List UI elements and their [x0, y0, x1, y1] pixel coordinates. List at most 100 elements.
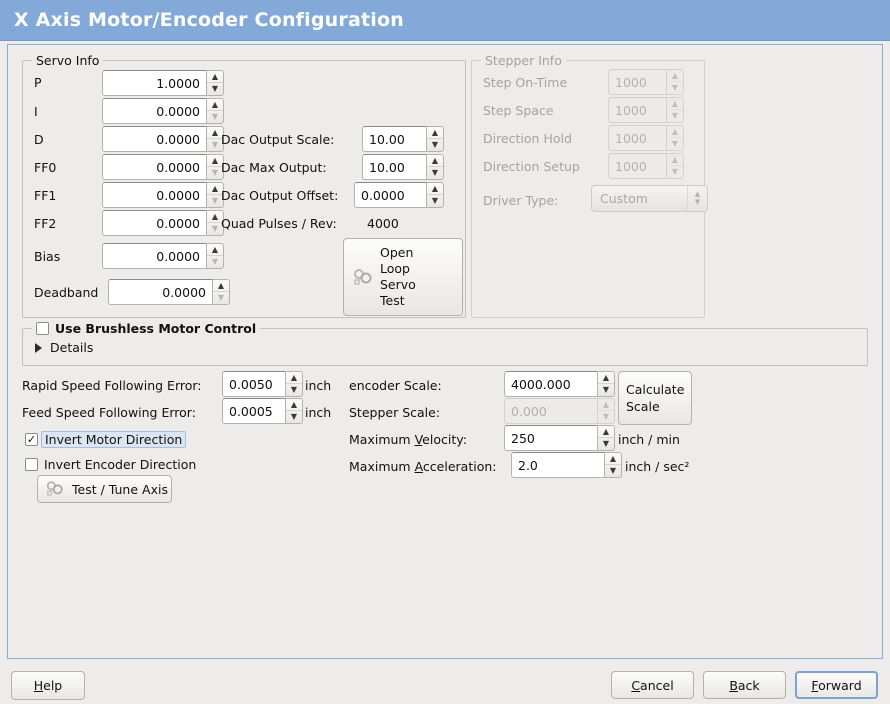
cancel-button[interactable]: Cancel [611, 671, 694, 699]
spin-up-icon[interactable]: ▲ [207, 155, 223, 167]
servo-input-ff1-spinner[interactable]: ▲ ▼ [206, 182, 224, 208]
forward-button[interactable]: Forward [795, 671, 878, 699]
spin-down-icon[interactable]: ▼ [290, 412, 298, 421]
servo-input-ff2-spinner[interactable]: ▲ ▼ [206, 210, 224, 236]
maximum-velocity-spinner[interactable]: ▲ ▼ [597, 425, 615, 451]
maximum-velocity-input[interactable]: 250 ▲ ▼ [504, 425, 615, 451]
dac-output-scale-spinner[interactable]: ▲ ▼ [426, 126, 444, 152]
servo-input-d-spinner[interactable]: ▲ ▼ [206, 126, 224, 152]
use-brushless-motor-control-checkbox[interactable]: Use Brushless Motor Control [32, 321, 261, 336]
spin-down-icon[interactable]: ▼ [211, 196, 219, 205]
servo-input-deadband-value[interactable]: 0.0000 [108, 279, 212, 305]
test-tune-axis-button[interactable]: Test / Tune Axis [37, 475, 172, 503]
rapid-speed-following-error-input[interactable]: 0.0050 ▲ ▼ [222, 371, 303, 397]
spin-up-icon[interactable]: ▲ [286, 372, 302, 384]
spin-up-icon[interactable]: ▲ [427, 155, 443, 167]
checkbox-box[interactable] [25, 458, 38, 471]
dac-max-output-value[interactable]: 10.00 [362, 154, 426, 180]
help-button[interactable]: Help [11, 671, 85, 700]
feed-speed-spinner[interactable]: ▲ ▼ [285, 398, 303, 424]
encoder-scale-value[interactable]: 4000.000 [504, 371, 597, 397]
spin-up-icon[interactable]: ▲ [207, 99, 223, 111]
spin-up-icon[interactable]: ▲ [207, 71, 223, 83]
rapid-speed-following-error-value[interactable]: 0.0050 [222, 371, 285, 397]
servo-input-bias[interactable]: 0.0000 ▲ ▼ [102, 243, 224, 269]
details-expander[interactable]: Details [33, 340, 93, 355]
dac-output-offset-spinner[interactable]: ▲ ▼ [426, 182, 444, 208]
spin-up-icon[interactable]: ▲ [286, 399, 302, 411]
servo-input-ff0-spinner[interactable]: ▲ ▼ [206, 154, 224, 180]
servo-input-d[interactable]: 0.0000 ▲ ▼ [102, 126, 224, 152]
servo-input-ff1-value[interactable]: 0.0000 [102, 182, 206, 208]
servo-input-ff0[interactable]: 0.0000 ▲ ▼ [102, 154, 224, 180]
servo-input-i[interactable]: 0.0000 ▲ ▼ [102, 98, 224, 124]
servo-input-ff2[interactable]: 0.0000 ▲ ▼ [102, 210, 224, 236]
spin-up-icon[interactable]: ▲ [598, 426, 614, 438]
calculate-scale-button[interactable]: Calculate Scale [618, 371, 692, 425]
spin-up-icon[interactable]: ▲ [207, 211, 223, 223]
spin-down-icon[interactable]: ▼ [431, 196, 439, 205]
rapid-speed-spinner[interactable]: ▲ ▼ [285, 371, 303, 397]
maximum-acceleration-value[interactable]: 2.0 [511, 452, 604, 478]
chevron-right-icon[interactable] [35, 342, 42, 353]
servo-label-ff2: FF2 [34, 216, 57, 231]
dac-output-scale-input[interactable]: 10.00 ▲ ▼ [362, 126, 444, 152]
spin-up-icon[interactable]: ▲ [427, 127, 443, 139]
spin-down-icon[interactable]: ▼ [211, 84, 219, 93]
dac-max-output-input[interactable]: 10.00 ▲ ▼ [362, 154, 444, 180]
servo-input-ff1[interactable]: 0.0000 ▲ ▼ [102, 182, 224, 208]
driver-type-select: Custom ▲ ▼ [591, 185, 708, 212]
spin-up-icon[interactable]: ▲ [207, 244, 223, 256]
servo-input-p-spinner[interactable]: ▲ ▼ [206, 70, 224, 96]
spin-up-icon[interactable]: ▲ [213, 280, 229, 292]
open-loop-servo-test-button[interactable]: Open Loop Servo Test [343, 238, 463, 316]
spin-down-icon[interactable]: ▼ [211, 257, 219, 266]
checkbox-box[interactable] [36, 322, 49, 335]
spin-up-icon[interactable]: ▲ [207, 127, 223, 139]
servo-input-bias-spinner[interactable]: ▲ ▼ [206, 243, 224, 269]
quad-pulses-label: Quad Pulses / Rev: [221, 216, 337, 231]
servo-input-deadband-spinner[interactable]: ▲ ▼ [212, 279, 230, 305]
spin-down-icon[interactable]: ▼ [431, 140, 439, 149]
spin-up-icon[interactable]: ▲ [207, 183, 223, 195]
servo-input-bias-value[interactable]: 0.0000 [102, 243, 206, 269]
feed-speed-following-error-input[interactable]: 0.0005 ▲ ▼ [222, 398, 303, 424]
invert-encoder-direction-checkbox[interactable]: Invert Encoder Direction [25, 457, 196, 472]
spin-down-icon[interactable]: ▼ [602, 439, 610, 448]
spin-down-icon[interactable]: ▼ [211, 140, 219, 149]
spin-down-icon[interactable]: ▼ [290, 385, 298, 394]
servo-input-p[interactable]: 1.0000 ▲ ▼ [102, 70, 224, 96]
step-on-time-input: 1000 ▲ ▼ [608, 69, 684, 95]
maximum-acceleration-input[interactable]: 2.0 ▲ ▼ [511, 452, 622, 478]
servo-input-p-value[interactable]: 1.0000 [102, 70, 206, 96]
spin-down-icon[interactable]: ▼ [609, 466, 617, 475]
servo-input-ff0-value[interactable]: 0.0000 [102, 154, 206, 180]
back-button[interactable]: Back [703, 671, 786, 699]
direction-setup-value: 1000 [608, 153, 666, 179]
encoder-scale-input[interactable]: 4000.000 ▲ ▼ [504, 371, 615, 397]
servo-input-d-value[interactable]: 0.0000 [102, 126, 206, 152]
feed-speed-following-error-value[interactable]: 0.0005 [222, 398, 285, 424]
spin-up-icon[interactable]: ▲ [598, 372, 614, 384]
servo-input-i-spinner[interactable]: ▲ ▼ [206, 98, 224, 124]
spin-up-icon[interactable]: ▲ [427, 183, 443, 195]
dac-output-scale-value[interactable]: 10.00 [362, 126, 426, 152]
servo-input-i-value[interactable]: 0.0000 [102, 98, 206, 124]
spin-down-icon[interactable]: ▼ [211, 168, 219, 177]
servo-input-ff2-value[interactable]: 0.0000 [102, 210, 206, 236]
maximum-acceleration-spinner[interactable]: ▲ ▼ [604, 452, 622, 478]
spin-down-icon[interactable]: ▼ [217, 293, 225, 302]
spin-down-icon[interactable]: ▼ [211, 224, 219, 233]
maximum-velocity-value[interactable]: 250 [504, 425, 597, 451]
servo-input-deadband[interactable]: 0.0000 ▲ ▼ [108, 279, 230, 305]
spin-down-icon[interactable]: ▼ [211, 112, 219, 121]
spin-down-icon[interactable]: ▼ [431, 168, 439, 177]
checkbox-box-checked[interactable]: ✓ [25, 433, 38, 446]
spin-up-icon[interactable]: ▲ [605, 453, 621, 465]
dac-output-offset-input[interactable]: 0.0000 ▲ ▼ [354, 182, 444, 208]
dac-max-output-spinner[interactable]: ▲ ▼ [426, 154, 444, 180]
dac-output-offset-value[interactable]: 0.0000 [354, 182, 426, 208]
spin-down-icon[interactable]: ▼ [602, 385, 610, 394]
encoder-scale-spinner[interactable]: ▲ ▼ [597, 371, 615, 397]
invert-motor-direction-checkbox[interactable]: ✓ Invert Motor Direction [25, 431, 187, 448]
